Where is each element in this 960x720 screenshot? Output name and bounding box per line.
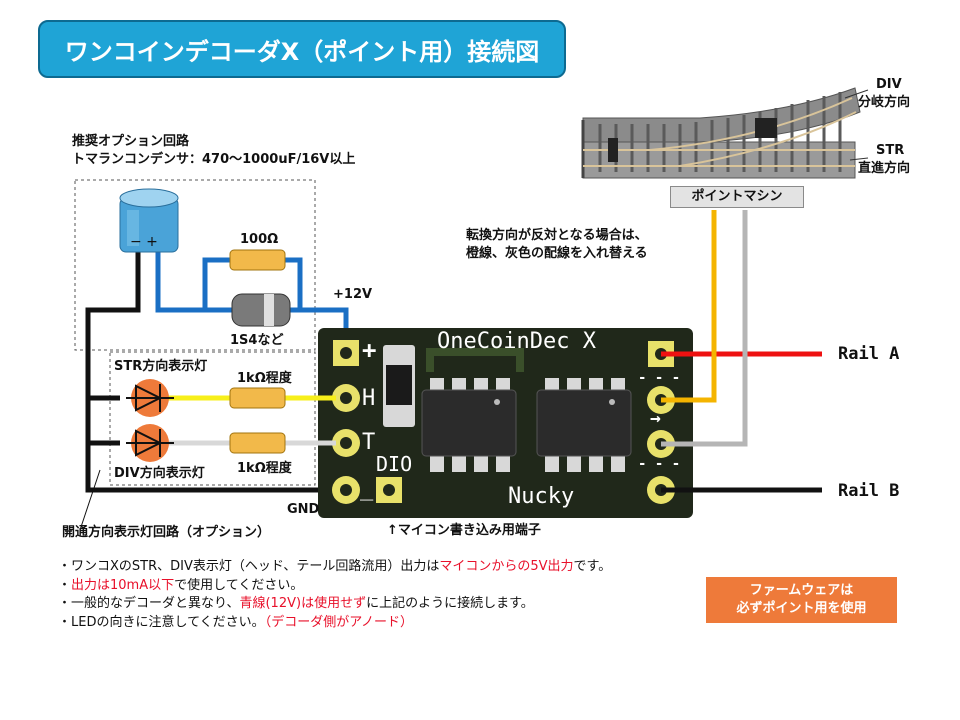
pad-h	[332, 384, 360, 412]
indicator-callout	[79, 469, 101, 531]
diode-label: 1S4など	[230, 333, 284, 348]
pcb-mark-1: - - -	[638, 370, 681, 386]
capacitor	[119, 188, 179, 253]
option-heading: 推奨オプション回路	[72, 134, 190, 149]
pcb-mark-2: - - -	[638, 456, 681, 472]
capacitor-spec: トマランコンデンサ：470〜1000uF/16V以上	[72, 152, 356, 167]
decoder-pcb	[318, 328, 693, 518]
swap-note-line-1: 転換方向が反対となる場合は、	[466, 228, 648, 243]
resistor-div	[229, 432, 286, 454]
orange-wire	[661, 210, 717, 403]
point-machine-label: ポイントマシン	[670, 186, 804, 208]
firmware-note-line-2: 必ずポイント用を使用	[736, 601, 867, 616]
capacitor-polarity: − +	[130, 234, 158, 250]
note-3: ・一般的なデコーダと異なり、青線(12V)は使用せずに上記のように接続します。	[58, 596, 534, 611]
pcb-dio: DIO	[376, 452, 413, 476]
resistor-str	[229, 387, 286, 409]
resistor-100-ohm	[229, 249, 286, 271]
led-div	[126, 424, 174, 462]
note-1: ・ワンコXのSTR、DIV表示灯（ヘッド、テール回路流用）出力はマイコンからの5…	[58, 559, 612, 574]
swap-note-line-2: 橙線、灰色の配線を入れ替える	[466, 246, 648, 261]
resistor-100-label: 100Ω	[240, 232, 279, 247]
ic-left	[421, 378, 517, 472]
firmware-note: ファームウェアは 必ずポイント用を使用	[706, 577, 897, 623]
pcb-name: OneCoinDec X	[437, 329, 596, 354]
voltage-label: +12V	[333, 287, 373, 302]
programming-label: ↑マイコン書き込み用端子	[387, 523, 541, 538]
firmware-note-line-1: ファームウェアは	[749, 583, 854, 598]
div-sub-label: 分岐方向	[858, 95, 911, 110]
note-2: ・出力は10mA以下で使用してください。	[58, 577, 304, 593]
resistor-div-label: 1kΩ程度	[237, 461, 292, 476]
page-title: ワンコインデコーダX（ポイント用）接続図	[38, 20, 566, 78]
str-sub-label: 直進方向	[858, 161, 911, 176]
indicator-circuit-box	[109, 351, 316, 486]
rail-a-label: Rail A	[838, 344, 900, 364]
ic-right	[536, 378, 632, 472]
str-label: STR	[876, 143, 905, 158]
pad-plus	[333, 340, 359, 366]
turnout-track	[581, 87, 869, 179]
gray-wire	[661, 210, 748, 447]
gnd-label: GND	[287, 502, 320, 517]
pcb-pin-plus: +	[362, 336, 377, 364]
pcb-pin-h: H	[362, 386, 376, 411]
pcb-pin-minus: _	[360, 476, 374, 501]
option-circuit-box	[74, 179, 316, 351]
pcb-pin-t: T	[362, 430, 376, 455]
indicator-caption: 開通方向表示灯回路（オプション）	[62, 525, 271, 540]
rail-b-label: Rail B	[838, 481, 900, 501]
resistor-str-label: 1kΩ程度	[237, 371, 292, 386]
diode-1s4	[231, 293, 291, 327]
pcb-mark-arrow: →	[650, 408, 661, 429]
div-indicator-label: DIV方向表示灯	[114, 466, 205, 481]
note-4: ・LEDの向きに注意してください。（デコーダ側がアノード）	[58, 614, 414, 630]
pad-minus	[332, 476, 360, 504]
programming-pad	[376, 477, 402, 503]
gnd-wire	[85, 252, 330, 493]
pcb-brand: Nucky	[508, 484, 575, 509]
str-indicator-label: STR方向表示灯	[114, 359, 208, 374]
div-label: DIV	[876, 77, 902, 92]
notes-list: ・ワンコXのSTR、DIV表示灯（ヘッド、テール回路流用）出力はマイコンからの5…	[58, 558, 611, 632]
pad-t	[332, 429, 360, 457]
led-str	[126, 379, 174, 417]
